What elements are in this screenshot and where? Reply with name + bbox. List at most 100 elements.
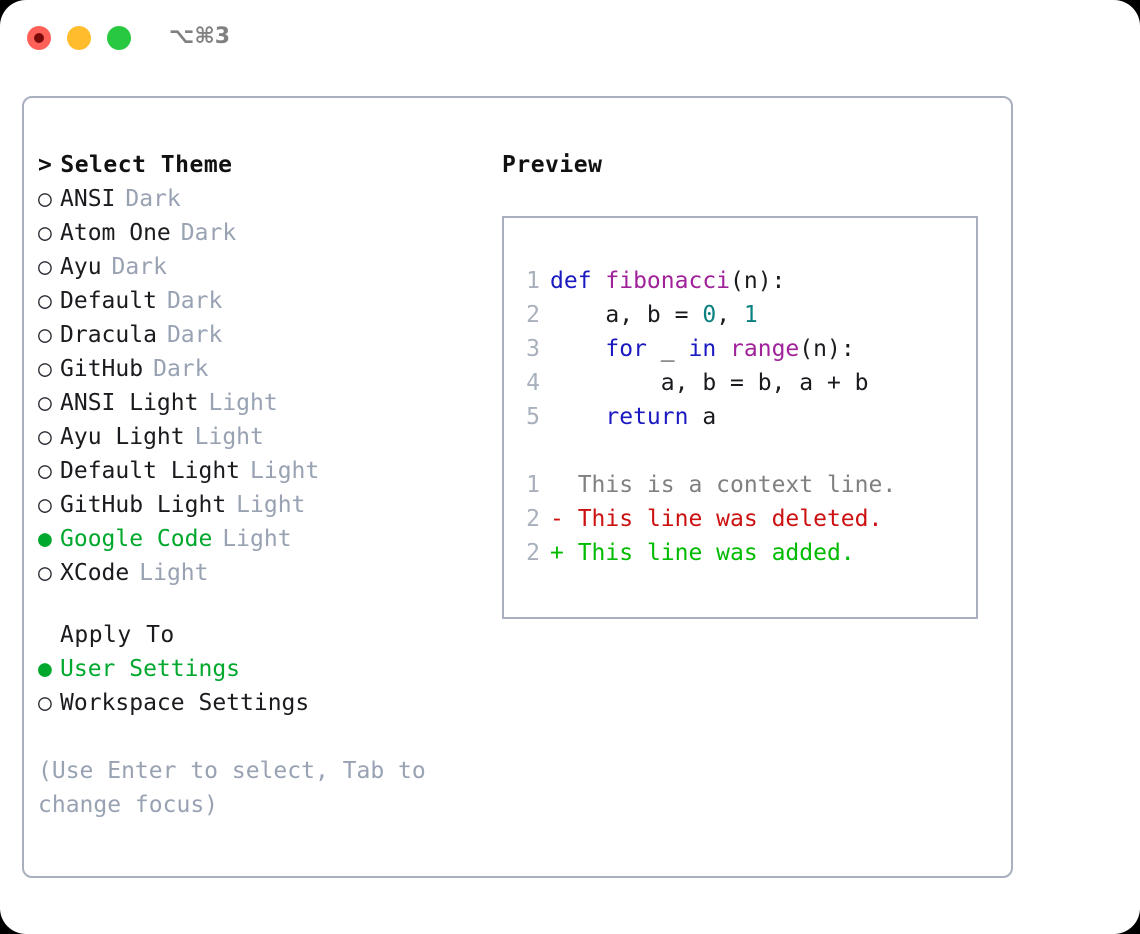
radio-unselected-icon[interactable]: ○ (38, 424, 52, 450)
theme-list-item[interactable]: ○ Atom One Dark (38, 216, 478, 250)
code-line: 3 for _ in range(n): (514, 332, 896, 366)
diff-text: This line was added. (563, 540, 855, 566)
code-token: 1 (743, 302, 758, 328)
code-line: 4 a, b = b, a + b (514, 366, 896, 400)
radio-unselected-icon[interactable]: ○ (38, 492, 52, 518)
line-number: 2 (526, 302, 540, 328)
code-token: a, b = (550, 302, 703, 328)
diff-text: This is a context line. (563, 472, 897, 498)
diff-marker (550, 472, 564, 498)
theme-list-item[interactable]: ○ Ayu Light Light (38, 420, 478, 454)
theme-variant-tag: Dark (166, 288, 223, 314)
theme-name: ANSI (60, 186, 116, 212)
theme-list-item[interactable]: ○ Ayu Dark (38, 250, 478, 284)
theme-name: Ayu (60, 254, 102, 280)
theme-list-item[interactable]: ○ Dracula Dark (38, 318, 478, 352)
radio-unselected-icon[interactable]: ○ (38, 254, 52, 280)
code-line: 2 a, b = 0, 1 (514, 298, 896, 332)
line-number: 1 (526, 472, 540, 498)
close-icon (34, 33, 44, 43)
apply-to-header: Apply To (60, 622, 175, 648)
line-number: 2 (526, 506, 540, 532)
radio-unselected-icon[interactable]: ○ (38, 220, 52, 246)
diff-line: 2+ This line was added. (514, 536, 896, 570)
diff-line: 1 This is a context line. (514, 468, 896, 502)
diff-marker: - (550, 506, 564, 532)
code-token: fibonacci (605, 268, 731, 294)
line-number: 4 (526, 370, 540, 396)
code-line: 5 return a (514, 400, 896, 434)
theme-list-item[interactable]: ○ Default Dark (38, 284, 478, 318)
diff-line: 2- This line was deleted. (514, 502, 896, 536)
theme-variant-tag: Light (250, 458, 320, 484)
title-bar: ⌥⌘3 (0, 0, 1140, 78)
radio-unselected-icon[interactable]: ○ (38, 322, 52, 348)
theme-name: GitHub (60, 356, 144, 382)
radio-selected-icon[interactable]: ● (38, 656, 52, 682)
radio-unselected-icon[interactable]: ○ (38, 458, 52, 484)
radio-unselected-icon[interactable]: ○ (38, 690, 52, 716)
theme-variant-tag: Light (222, 526, 292, 552)
code-token: a (688, 404, 717, 430)
theme-name: Dracula (60, 322, 157, 348)
theme-variant-tag: Dark (111, 254, 167, 280)
theme-name: Default Light (60, 458, 241, 484)
apply-to-label: Workspace Settings (60, 690, 310, 716)
diff-sample: 1 This is a context line.2- This line wa… (514, 468, 896, 570)
line-number: 5 (526, 404, 540, 430)
theme-list-item[interactable]: ○ GitHub Dark (38, 352, 478, 386)
theme-variant-tag: Dark (180, 220, 237, 246)
theme-list-item[interactable]: ● Google Code Light (38, 522, 478, 556)
theme-list-item[interactable]: ○ ANSI Dark (38, 182, 478, 216)
radio-unselected-icon[interactable]: ○ (38, 288, 52, 314)
radio-unselected-icon[interactable]: ○ (38, 560, 52, 586)
theme-name: GitHub Light (60, 492, 227, 518)
code-token: (n): (799, 336, 855, 362)
radio-selected-icon[interactable]: ● (38, 526, 52, 552)
theme-name: ANSI Light (60, 390, 199, 416)
maximize-button[interactable] (107, 26, 131, 50)
code-token: _ (646, 336, 689, 362)
theme-list-item[interactable]: ○ Default Light Light (38, 454, 478, 488)
preview-header: Preview (502, 152, 603, 178)
radio-unselected-icon[interactable]: ○ (38, 186, 52, 212)
line-number: 2 (526, 540, 540, 566)
apply-to-item[interactable]: ○ Workspace Settings (38, 686, 478, 720)
theme-variant-tag: Dark (166, 322, 223, 348)
line-number: 1 (526, 268, 540, 294)
select-theme-header: > Select Theme (38, 148, 478, 182)
theme-list-item[interactable]: ○ ANSI Light Light (38, 386, 478, 420)
radio-unselected-icon[interactable]: ○ (38, 390, 52, 416)
radio-unselected-icon[interactable]: ○ (38, 356, 52, 382)
apply-to-item[interactable]: ●User Settings (38, 652, 478, 686)
theme-name: Ayu Light (60, 424, 185, 450)
theme-name: Google Code (60, 526, 213, 552)
select-theme-label: Select Theme (60, 152, 233, 178)
minimize-button[interactable] (67, 26, 91, 50)
theme-variant-tag: Light (139, 560, 209, 586)
code-token: a, b = b, a + b (550, 370, 869, 396)
theme-variant-tag: Light (194, 424, 264, 450)
keyboard-hint-text: (Use Enter to select, Tab to change focu… (38, 758, 426, 818)
close-button[interactable] (27, 26, 51, 50)
theme-variant-tag: Light (208, 390, 278, 416)
code-token: 0 (702, 302, 717, 328)
code-token: , (716, 302, 744, 328)
theme-variant-tag: Dark (153, 356, 209, 382)
theme-name: Default (60, 288, 157, 314)
apply-to-list: ●User Settings ○ Workspace Settings (38, 652, 478, 720)
prompt-caret-icon: > (38, 152, 53, 178)
theme-variant-tag: Dark (125, 186, 181, 212)
code-token: range (730, 336, 800, 362)
code-token: def (550, 268, 606, 294)
theme-name: Atom One (60, 220, 171, 246)
